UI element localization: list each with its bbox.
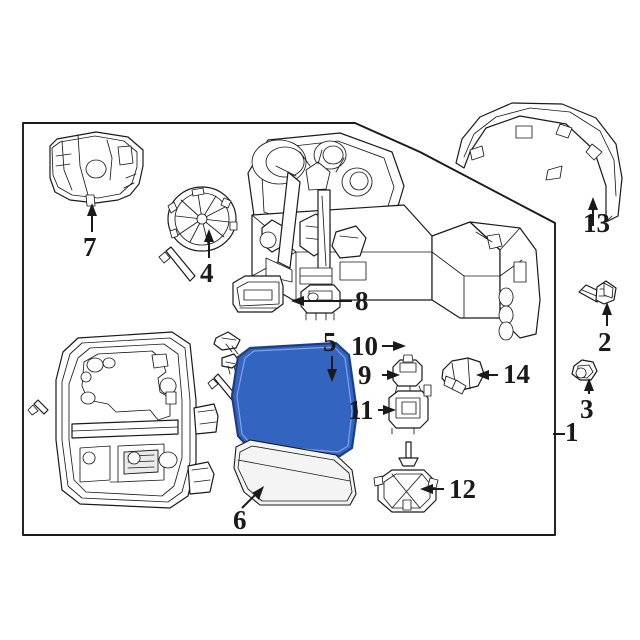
callout-label-10: 10 [351,331,378,361]
part-10-sensor-module [300,284,341,321]
callout-label-1: 1 [565,417,579,447]
part-5-mirror-glass-highlighted [230,341,359,458]
part-8-puddle-lamp [232,275,284,313]
part-13-mirror-cap [455,102,623,223]
callout-label-2: 2 [598,327,612,357]
part-12-mirror-base-cover [373,469,439,513]
callout-label-14: 14 [503,359,530,389]
fastener-cluster [27,331,241,416]
part-3-nut [571,359,598,381]
callout-label-6: 6 [233,505,247,535]
push-pin-fastener [398,441,419,467]
part-4-turn-signal-lens [158,186,238,282]
callout-label-9: 9 [358,360,372,390]
part-7-mirror-bracket [49,131,144,207]
callout-label-5: 5 [323,327,337,357]
part-2-bolt [578,280,617,305]
callout-leaders [87,197,612,509]
callout-label-13: 13 [583,208,610,238]
callout-label-12: 12 [449,474,476,504]
callout-label-7: 7 [83,232,97,262]
callout-label-8: 8 [355,286,369,316]
part-14-wiring-connector [441,357,485,395]
part-6-lower-mirror-glass [233,439,357,506]
assembly-boundary-frame [22,122,556,536]
callout-label-4: 4 [200,258,214,288]
callout-label-3: 3 [580,394,594,424]
mirror-housing-assembly [247,132,541,341]
mirror-housing-shell [55,331,219,509]
callout-label-11: 11 [348,395,374,425]
part-11-retainer-clip [388,384,432,435]
